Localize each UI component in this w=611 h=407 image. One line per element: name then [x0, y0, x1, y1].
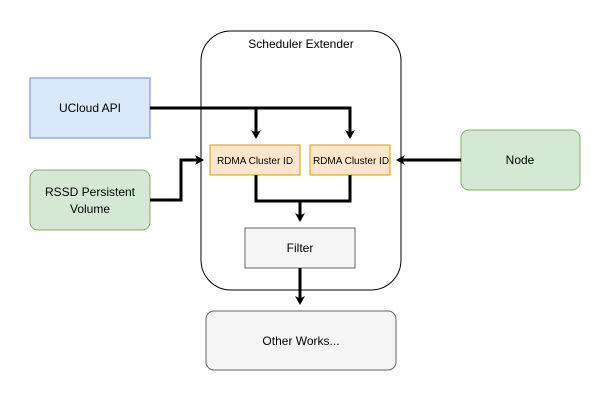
rdma-cluster-id-left-node[interactable]: RDMA Cluster ID [209, 144, 301, 176]
ucloud-api-label: UCloud API [59, 101, 121, 115]
edge-ucloud-to-rdma-right [256, 106, 355, 139]
rssd-persistent-volume-node[interactable]: RSSD Persistent Volume [29, 169, 151, 231]
edge-rdma-left-to-filter [254, 175, 305, 222]
other-works-label: Other Works... [262, 334, 339, 348]
scheduler-extender-title: Scheduler Extender [248, 37, 353, 51]
rdma-cluster-id-right-node[interactable]: RDMA Cluster ID [309, 144, 391, 176]
edge-rssd-to-rdma-left [150, 155, 204, 202]
filter-label: Filter [287, 241, 314, 255]
rssd-volume-label-line1: RSSD Persistent [45, 185, 136, 199]
rdma-cluster-id-left-label: RDMA Cluster ID [217, 156, 293, 167]
other-works-node[interactable]: Other Works... [205, 310, 397, 371]
rdma-cluster-id-right-label: RDMA Cluster ID [313, 156, 389, 167]
edges [150, 106, 461, 305]
rssd-volume-label-line2: Volume [70, 202, 110, 216]
filter-node[interactable]: Filter [244, 227, 356, 269]
edge-rdma-right-to-filter [300, 175, 352, 203]
node-label: Node [506, 153, 535, 167]
ucloud-api-node[interactable]: UCloud API [29, 77, 151, 139]
node-node[interactable]: Node [460, 129, 581, 191]
